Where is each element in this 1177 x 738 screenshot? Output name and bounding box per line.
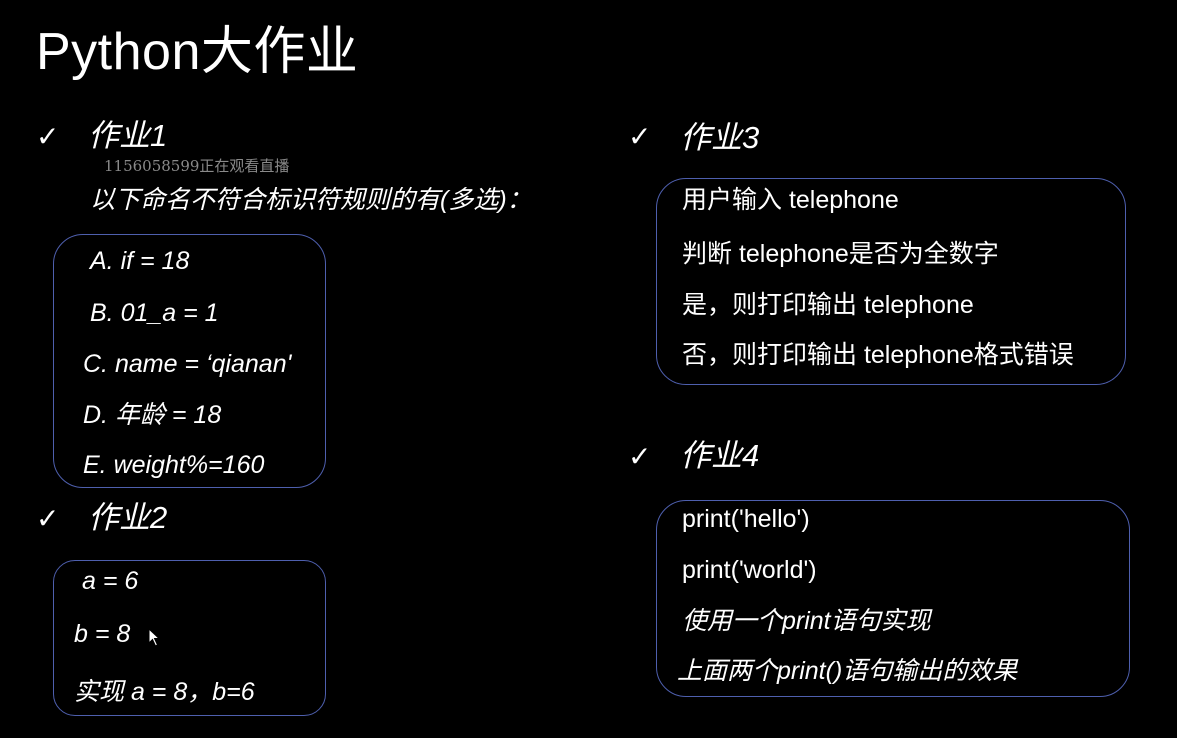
hw1-option-e: E. weight%=160 <box>83 451 265 479</box>
hw2-heading: 作业2 <box>88 500 168 535</box>
hw3-line-3: 是，则打印输出 telephone <box>682 291 974 319</box>
hw1-option-b: B. 01_a = 1 <box>90 299 219 327</box>
hw1-option-d: D. 年龄 = 18 <box>83 401 222 429</box>
hw3-box <box>656 178 1126 385</box>
hw4-line-3: 使用一个print语句实现 <box>682 607 931 635</box>
hw4-line-2: print('world') <box>682 556 817 584</box>
viewer-overlay-text: 1156058599正在观看直播 <box>104 157 290 175</box>
hw4-line-1: print('hello') <box>682 505 810 533</box>
hw1-option-c: C. name = ‘qianan' <box>83 350 292 378</box>
hw4-box <box>656 500 1130 697</box>
hw2-line-2: b = 8 <box>74 620 131 648</box>
mouse-cursor-icon <box>148 628 161 647</box>
hw3-heading: 作业3 <box>680 120 760 155</box>
check-icon: ✓ <box>36 120 60 153</box>
hw1-options-box <box>53 234 326 488</box>
check-icon: ✓ <box>36 502 60 535</box>
hw4-heading: 作业4 <box>680 438 760 473</box>
hw2-line-3: 实现 a = 8，b=6 <box>74 678 255 706</box>
hw1-question: 以下命名不符合标识符规则的有(多选)： <box>90 186 532 214</box>
hw1-option-a: A. if = 18 <box>90 247 190 275</box>
hw4-line-4: 上面两个print()语句输出的效果 <box>677 657 1018 685</box>
hw3-line-4: 否，则打印输出 telephone格式错误 <box>682 341 1074 369</box>
check-icon: ✓ <box>628 440 652 473</box>
hw1-heading: 作业1 <box>88 118 168 153</box>
hw2-line-1: a = 6 <box>82 567 139 595</box>
slide-title: Python大作业 <box>36 23 359 81</box>
hw2-box <box>53 560 326 716</box>
check-icon: ✓ <box>628 120 652 153</box>
hw3-line-2: 判断 telephone是否为全数字 <box>682 240 999 268</box>
hw3-line-1: 用户输入 telephone <box>682 186 899 214</box>
